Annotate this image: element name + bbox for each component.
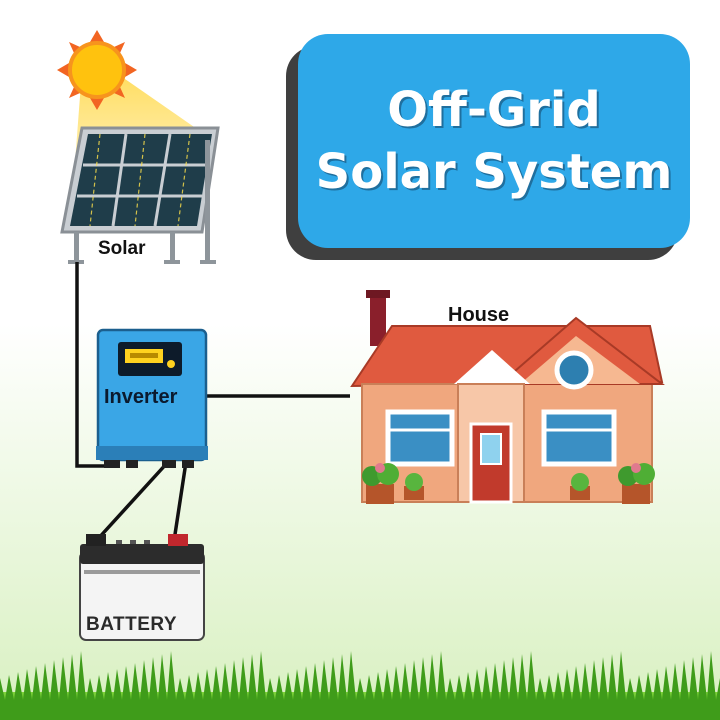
grass [0, 651, 720, 720]
solar-label: Solar [88, 238, 156, 260]
inverter-icon [96, 328, 208, 468]
battery-label: BATTERY [86, 614, 178, 635]
wiring [75, 262, 350, 543]
title-line-2: Solar System [315, 144, 673, 200]
battery-icon [79, 534, 205, 641]
solar-panel-icon [60, 126, 220, 264]
title-line-1: Off-Grid [387, 82, 601, 138]
house-label: House [448, 304, 510, 326]
house-icon [350, 290, 665, 504]
inverter-label: Inverter [104, 386, 178, 408]
title-banner: Off-Grid Solar System [298, 34, 690, 248]
